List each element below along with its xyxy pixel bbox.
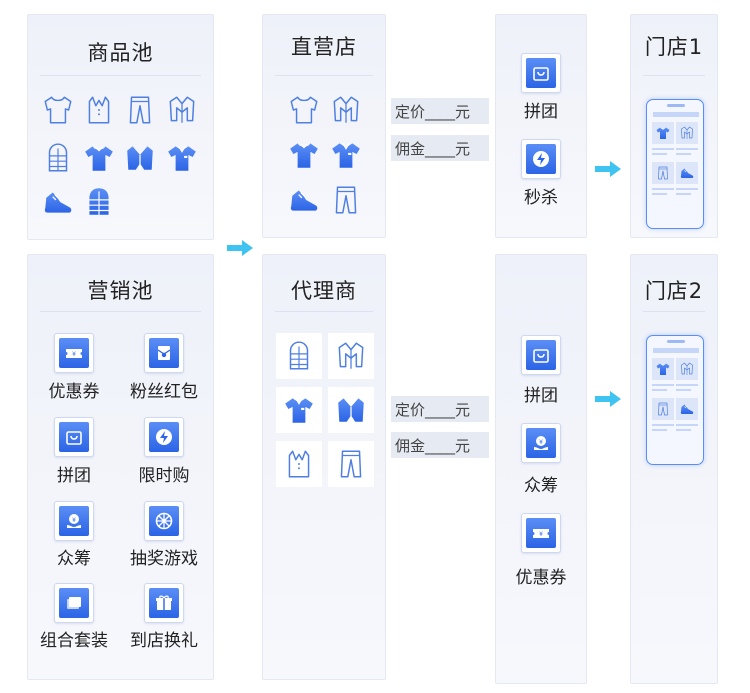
marketing-pool-title: 营销池 [87, 279, 154, 303]
crowdfunding-icon [54, 501, 94, 541]
polo-icon [327, 136, 365, 174]
marketing-item-label: 组合套装 [40, 631, 108, 651]
activity-label: 拼团 [524, 386, 558, 406]
divider [40, 75, 201, 76]
flow-arrow [595, 161, 621, 177]
activity-label: 拼团 [524, 102, 558, 122]
vest-icon [80, 91, 118, 129]
phone-mockup [646, 335, 704, 465]
activity-label: 众筹 [524, 476, 558, 496]
red-packet-icon [144, 333, 184, 373]
direct-store-panel: 直营店 [262, 14, 386, 238]
puffer-jacket-icon [39, 139, 77, 177]
tshirt-icon [80, 139, 118, 177]
tshirt-icon [285, 136, 323, 174]
lottery-wheel-icon [144, 501, 184, 541]
crowdfunding-icon [521, 423, 561, 463]
bundle-icon [54, 583, 94, 623]
marketing-pool-panel: 营销池 优惠券 粉丝红包 拼团 限时购 众筹 抽奖游戏 组合套装 到店换礼 [27, 254, 214, 680]
robe-icon [328, 387, 374, 433]
divider [643, 75, 705, 76]
phone-mockup [646, 99, 704, 229]
agent-commission-field: 佣金____元 [391, 432, 489, 458]
marketing-item-label: 优惠券 [48, 382, 100, 402]
agent-title: 代理商 [291, 279, 357, 303]
marketing-item-label: 到店换礼 [130, 631, 198, 651]
pants-icon [327, 181, 365, 219]
marketing-item-label: 众筹 [57, 549, 91, 569]
agent-activities-panel: 拼团 众筹 优惠券 [495, 254, 587, 684]
store2-title: 门店2 [644, 279, 704, 303]
marketing-item-label: 粉丝红包 [130, 382, 198, 402]
group-buy-icon [54, 417, 94, 457]
direct-commission-field: 佣金____元 [391, 135, 489, 161]
marketing-item-label: 拼团 [57, 466, 91, 486]
agent-panel: 代理商 [262, 254, 386, 680]
marketing-item-label: 抽奖游戏 [130, 549, 198, 569]
flash-sale-icon [521, 139, 561, 179]
flow-arrow [595, 391, 621, 407]
product-pool-title: 商品池 [87, 41, 154, 65]
shoe-icon [285, 181, 323, 219]
vest-icon [276, 441, 322, 487]
polo-icon [276, 387, 322, 433]
group-buy-icon [521, 53, 561, 93]
gift-icon [144, 583, 184, 623]
down-jacket-icon [80, 183, 118, 221]
shoe-icon [39, 183, 77, 221]
puffer-jacket-icon [276, 333, 322, 379]
polo-icon [163, 139, 201, 177]
direct-price-field: 定价____元 [391, 98, 489, 124]
flash-sale-icon [144, 417, 184, 457]
store1-panel: 门店1 [630, 14, 718, 238]
group-buy-icon [521, 335, 561, 375]
marketing-item-label: 限时购 [138, 466, 190, 486]
direct-activities-panel: 拼团 秒杀 [495, 14, 587, 238]
flow-arrow [227, 240, 253, 256]
coat-icon [328, 333, 374, 379]
activity-label: 优惠券 [515, 568, 567, 588]
divider [40, 311, 201, 312]
divider [275, 75, 373, 76]
shirt-icon [39, 91, 77, 129]
product-pool-panel: 商品池 [27, 14, 214, 240]
store1-title: 门店1 [644, 35, 704, 59]
divider [643, 311, 705, 312]
pants-icon [328, 441, 374, 487]
shirt-icon [285, 91, 323, 129]
store2-panel: 门店2 [630, 254, 718, 684]
divider [275, 311, 373, 312]
robe-icon [121, 139, 159, 177]
activity-label: 秒杀 [524, 188, 558, 208]
agent-price-field: 定价____元 [391, 396, 489, 422]
coat-icon [163, 91, 201, 129]
coat-icon [327, 91, 365, 129]
pants-icon [121, 91, 159, 129]
coupon-icon [521, 513, 561, 553]
coupon-icon [54, 333, 94, 373]
direct-store-title: 直营店 [291, 35, 357, 59]
